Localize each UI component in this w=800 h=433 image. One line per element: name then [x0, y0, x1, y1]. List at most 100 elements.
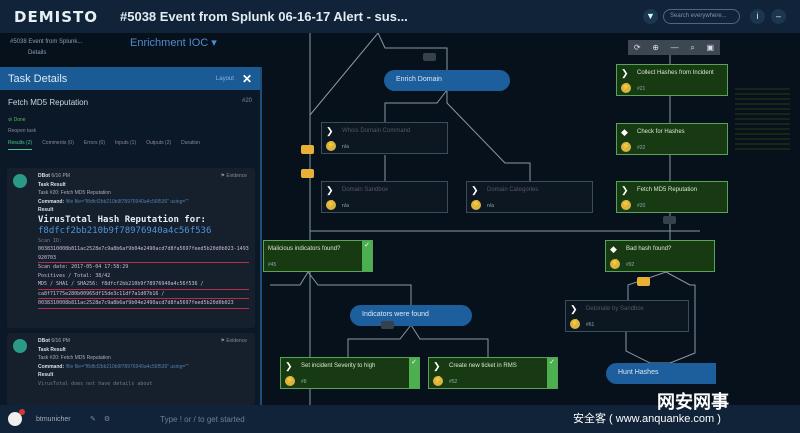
command-input[interactable]: Type ! or / to get started [160, 414, 245, 424]
entry-time: 6/16 PM [51, 338, 70, 344]
task-result-label: Task Result [38, 181, 66, 188]
zoom-out-icon[interactable]: — [670, 43, 679, 52]
pencil-icon[interactable]: ✎ [90, 416, 96, 423]
command-bar: btmunicher ✎ ⚙ Type ! or / to get starte… [0, 405, 800, 433]
settings-icon[interactable]: ⚙ [103, 416, 111, 423]
tag-marker [637, 277, 650, 286]
playbook-selector[interactable]: Enrichment IOC ▾ [130, 37, 217, 49]
bolt-icon: ⚡ [433, 376, 443, 386]
command-text: !file file="f8dfcf2bb210b9f78976940a4c56… [65, 198, 189, 205]
reopen-task-link[interactable]: Reopen task [8, 128, 37, 134]
condition-icon: ◆ [621, 127, 628, 137]
play-icon: ❯ [285, 361, 293, 371]
tab-errors[interactable]: Errors (0) [83, 140, 105, 146]
bolt-icon: ⚡ [621, 142, 631, 152]
minimize-icon[interactable]: – [771, 9, 786, 24]
task-fetch-md5[interactable]: ❯Fetch MD5 Reputation⚡#20 [616, 181, 728, 213]
task-line: Task #20: Fetch MD5 Reputation [38, 355, 111, 361]
incident-tab-sub: Details [28, 50, 47, 56]
result-entry: ⚑ Evidence DBot 6/16 PM Task Result Task… [7, 333, 255, 405]
tab-duration[interactable]: Duration [181, 140, 201, 146]
tag-marker [301, 169, 314, 178]
bolt-icon: ⚡ [326, 141, 336, 151]
hashes-md5: MD5 / SHA1 / SHA256: f8dfcf2bb210b9f7897… [38, 280, 249, 290]
task-check-for-hashes[interactable]: ◆Check for Hashes⚡#22 [616, 123, 728, 155]
image-icon[interactable]: ▣ [706, 43, 715, 52]
task-whois-domain[interactable]: ❯Whois Domain Command⚡n/a [321, 122, 448, 154]
condition-icon: ◆ [610, 244, 617, 254]
panel-title: Task Details [8, 72, 68, 85]
status-badge: ⊘ Done [8, 117, 26, 123]
play-icon: ❯ [621, 68, 629, 78]
info-icon[interactable]: i [750, 9, 765, 24]
check-icon: ✓ [547, 358, 557, 388]
bot-avatar [13, 339, 27, 353]
bolt-icon: ⚡ [621, 83, 631, 93]
username: btmunicher [36, 415, 71, 423]
close-icon[interactable]: ✕ [241, 71, 252, 86]
search-input[interactable]: Search everywhere... [663, 9, 740, 24]
result-line: VirusTotal does not have details about [38, 380, 153, 387]
task-name: Fetch MD5 Reputation [8, 98, 89, 107]
user-avatar[interactable] [8, 409, 25, 426]
zoom-in-icon[interactable]: ⊕ [652, 43, 659, 52]
refresh-icon[interactable]: ⟳ [633, 43, 641, 52]
task-result-label: Task Result [38, 346, 66, 353]
task-details-panel: Task Details Layout ✕ Fetch MD5 Reputati… [0, 67, 262, 405]
section-hunt-hashes[interactable]: Hunt Hashes [606, 363, 716, 384]
bolt-icon: ⚡ [326, 200, 336, 210]
watermark-url: 安全客 ( www.anquanke.com ) [573, 413, 721, 425]
bolt-icon: ⚡ [610, 259, 620, 269]
tab-results[interactable]: Results (2) [8, 140, 33, 150]
tag-marker [301, 145, 314, 154]
incident-tab-label: #5038 Event from Splunk... [10, 39, 83, 45]
task-set-severity[interactable]: ❯Set incident Severity to high⚡#8✓ [280, 357, 420, 389]
task-collect-hashes[interactable]: ❯Collect Hashes from Incident⚡#21 [616, 64, 728, 96]
scan-id: 0038310008b811ac2528e7c9a8b6af9b04e2490a… [38, 245, 249, 263]
entry-time: 6/16 PM [51, 173, 70, 179]
check-icon: ✓ [362, 241, 372, 271]
command-label: Command: [38, 198, 65, 205]
minimap[interactable] [735, 88, 790, 150]
play-icon: ❯ [326, 185, 334, 195]
bot-avatar [13, 174, 27, 188]
hashes-sha256: 0038310008b811ac2528e7c9a8b6af9b04e2490a… [38, 299, 249, 309]
result-label: Result [38, 372, 54, 378]
incident-title: #5038 Event from Splunk 06-16-17 Alert -… [120, 9, 408, 24]
task-create-ticket[interactable]: ❯Create new ticket in RMS⚡#52✓ [428, 357, 558, 389]
section-enrich-domain[interactable]: Enrich Domain [384, 70, 510, 91]
command-text: !file file="f8dfcf2bb210b9f78976940a4c56… [65, 363, 189, 370]
evidence-flag[interactable]: ⚑ Evidence [220, 173, 247, 179]
tab-inputs[interactable]: Inputs (1) [115, 140, 137, 146]
section-indicators-found[interactable]: Indicators were found [350, 305, 472, 326]
connectors [270, 33, 700, 405]
incident-tab[interactable]: #5038 Event from Splunk... Details [10, 39, 110, 64]
task-domain-categories[interactable]: ❯Domain Categories⚡n/a [466, 181, 593, 213]
branch-label [423, 53, 436, 61]
playbook-canvas[interactable]: Enrichment IOC ▾ #5038 Event from Splunk… [0, 33, 800, 405]
tab-outputs[interactable]: Outputs (2) [146, 140, 172, 146]
task-domain-sandbox[interactable]: ❯Domain Sandbox⚡n/a [321, 181, 448, 213]
task-detonate[interactable]: ❯Detonate by Sandbox⚡#61 [565, 300, 689, 332]
layout-button[interactable]: Layout [215, 75, 234, 82]
bolt-icon: ⚡ [621, 200, 631, 210]
task-bad-hash[interactable]: ◆Bad hash found?⚡#92 [605, 240, 715, 272]
panel-header: Task Details Layout ✕ [0, 67, 260, 90]
entry-author: DBot [38, 173, 50, 179]
branch-label [663, 216, 676, 224]
check-icon: ✓ [409, 358, 419, 388]
scan-date: Scan date: 2017-05-04 17:58:29 [38, 264, 129, 270]
evidence-flag[interactable]: ⚑ Evidence [220, 338, 247, 344]
status-text: Done [13, 117, 26, 123]
notification-badge [19, 409, 25, 415]
task-malicious-indicators[interactable]: Malicious indicators found?#45✓ [263, 240, 373, 272]
watermark-title: 网安网事 [657, 392, 729, 412]
positives: Positives / Total: 38/42 [38, 272, 111, 279]
play-icon: ❯ [471, 185, 479, 195]
filter-icon[interactable]: ▼ [643, 9, 658, 24]
result-entry: ⚑ Evidence DBot 6/16 PM Task Result Task… [7, 168, 255, 328]
zoom-fit-icon[interactable]: ⌕ [690, 42, 695, 52]
bolt-icon: ⚡ [570, 319, 580, 329]
play-icon: ❯ [326, 126, 334, 136]
tab-comments[interactable]: Comments (0) [42, 140, 74, 146]
